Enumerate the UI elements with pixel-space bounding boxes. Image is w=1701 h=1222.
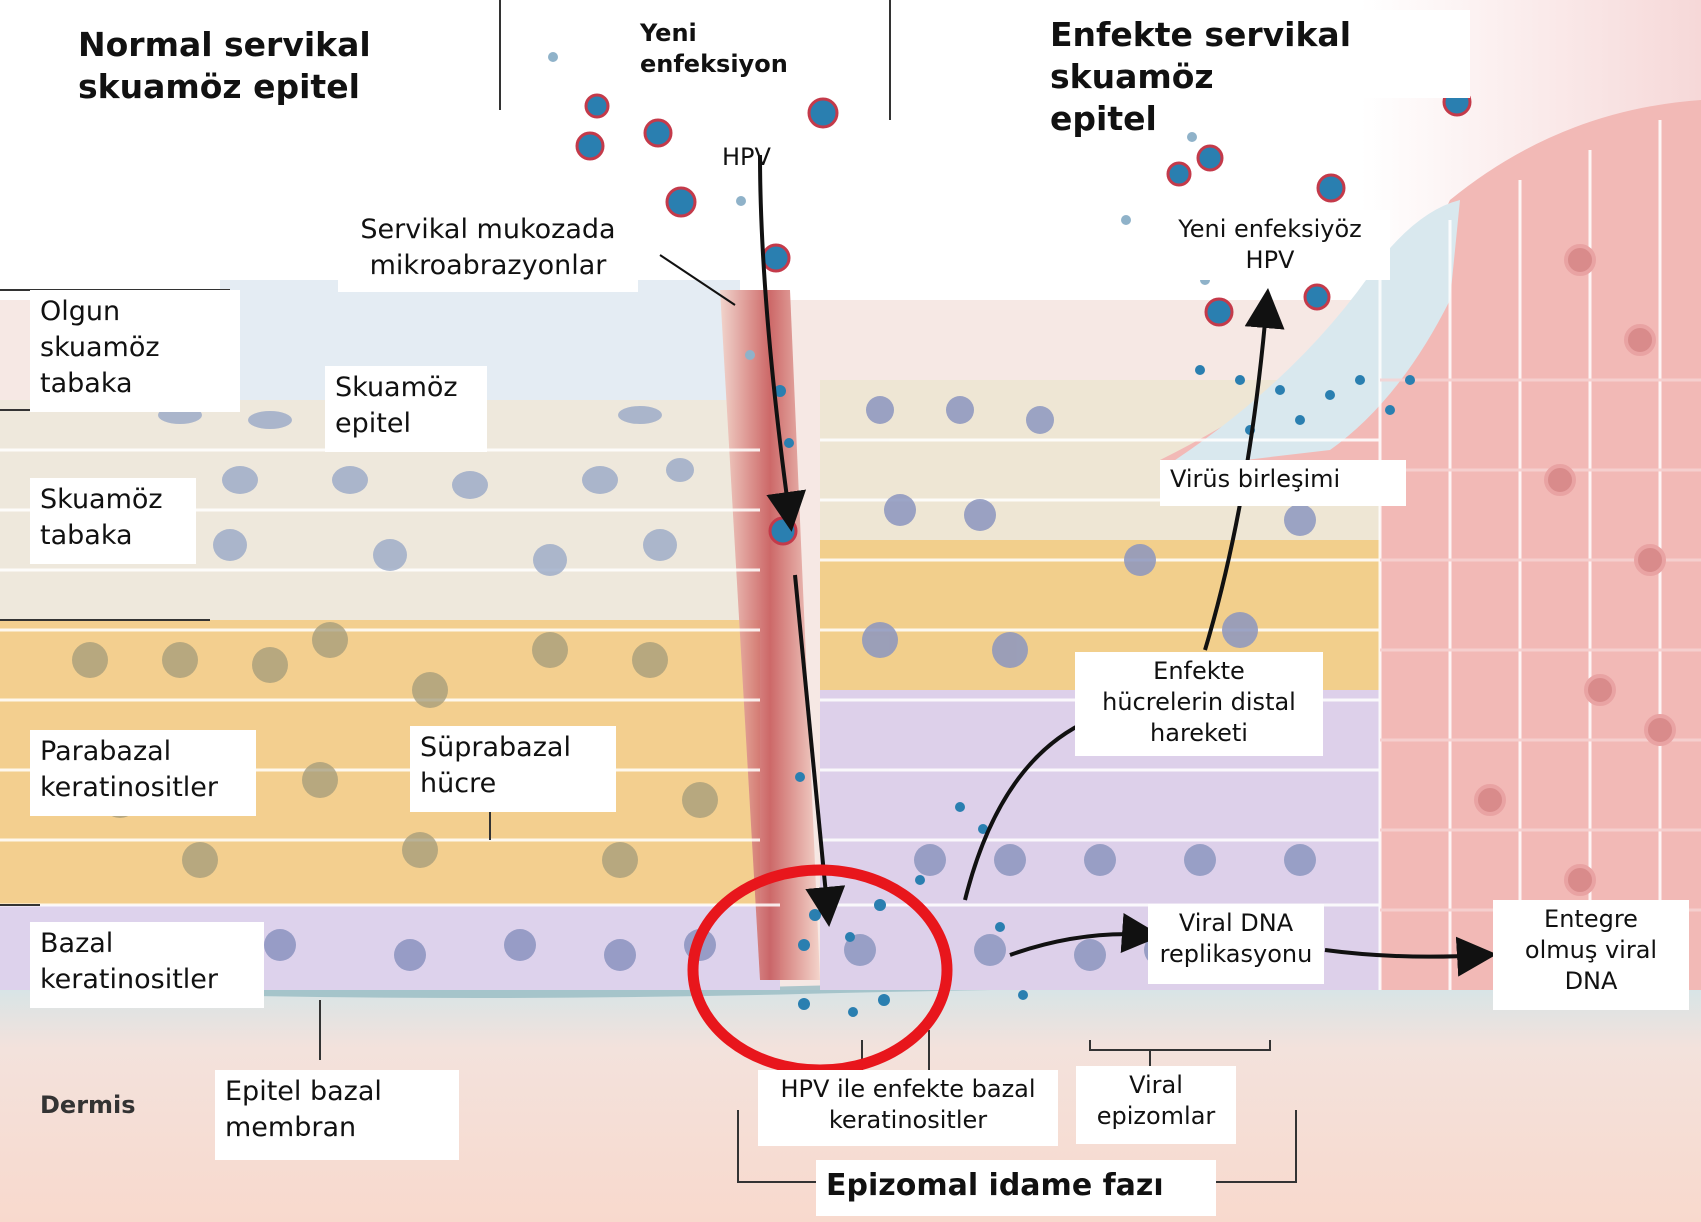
- label-dermis: Dermis: [30, 1086, 150, 1126]
- label-infected-title: Enfekte servikal skuamöz epitel: [1040, 10, 1470, 98]
- label-mature-layer: Olgun skuamöz tabaka: [30, 290, 240, 412]
- label-viral-episomes: Viral epizomlar: [1076, 1066, 1236, 1144]
- label-viral-dna-replication: Viral DNA replikasyonu: [1148, 904, 1324, 984]
- label-distal-movement: Enfekte hücrelerin distal hareketi: [1075, 652, 1323, 756]
- label-parabasal: Parabazal keratinositler: [30, 730, 256, 816]
- label-new-infection: Yeni enfeksiyon: [630, 14, 800, 84]
- label-integrated-dna: Entegre olmuş viral DNA: [1493, 900, 1689, 1010]
- label-basal: Bazal keratinositler: [30, 922, 264, 1008]
- label-basement-membrane: Epitel bazal membran: [215, 1070, 459, 1160]
- label-maintenance-phase: Epizomal idame fazı: [816, 1160, 1216, 1216]
- label-virus-assembly: Virüs birleşimi: [1160, 460, 1406, 506]
- label-normal-title: Normal servikal skuamöz epitel: [68, 20, 458, 120]
- label-squamous-epithelium: Skuamöz epitel: [325, 366, 487, 452]
- label-suprabasal: Süprabazal hücre: [410, 726, 616, 812]
- label-hpv: HPV: [712, 138, 792, 174]
- label-microabrasions: Servikal mukozada mikroabrazyonlar: [338, 208, 638, 292]
- label-infected-basal: HPV ile enfekte bazal keratinositler: [758, 1070, 1058, 1146]
- label-new-infectious-hpv: Yeni enfeksiyöz HPV: [1150, 210, 1390, 280]
- label-squamous-layer: Skuamöz tabaka: [30, 478, 196, 564]
